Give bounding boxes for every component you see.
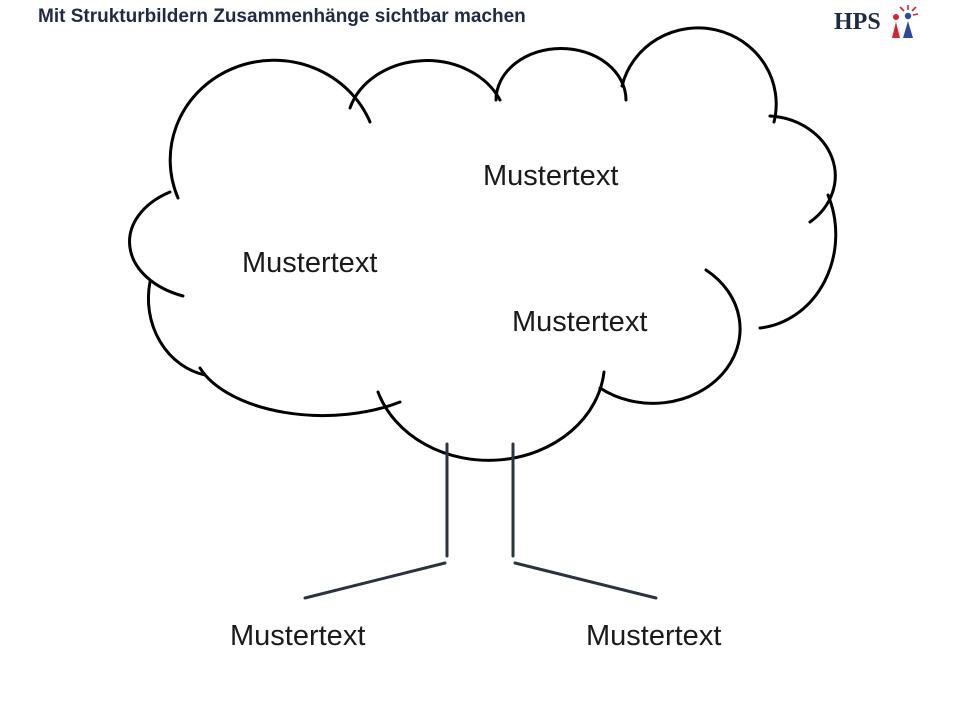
cloud-lobe-bottom-right xyxy=(598,268,742,405)
cloud-lobe-bottom-middle xyxy=(376,370,606,462)
cloud-lobe-top-right xyxy=(620,26,778,124)
root-label-right: Mustertext xyxy=(586,620,722,652)
crown-label-top: Mustertext xyxy=(483,160,619,192)
cloud-lobe-top-middle xyxy=(494,47,628,102)
cloud-lobe-right xyxy=(758,193,838,330)
cloud-lobe-top xyxy=(348,59,502,110)
logo-text: HPS xyxy=(834,9,881,35)
logo-figures-icon xyxy=(892,5,919,38)
root-right xyxy=(513,561,658,600)
root-label-left: Mustertext xyxy=(230,620,366,652)
crown-label-bottom: Mustertext xyxy=(512,306,648,338)
hps-logo: HPS xyxy=(826,0,926,44)
cloud-lobe-lower-left xyxy=(146,280,207,377)
cloud-lobe-left xyxy=(128,190,185,298)
cloud-lobe-left-top xyxy=(168,58,372,200)
cloud-lobe-far-right xyxy=(768,114,837,224)
crown-label-left: Mustertext xyxy=(242,247,378,279)
root-left xyxy=(303,561,447,600)
page-title: Mit Strukturbildern Zusammenhänge sichtb… xyxy=(38,6,526,27)
cloud-lobe-bottom-left xyxy=(198,366,402,418)
